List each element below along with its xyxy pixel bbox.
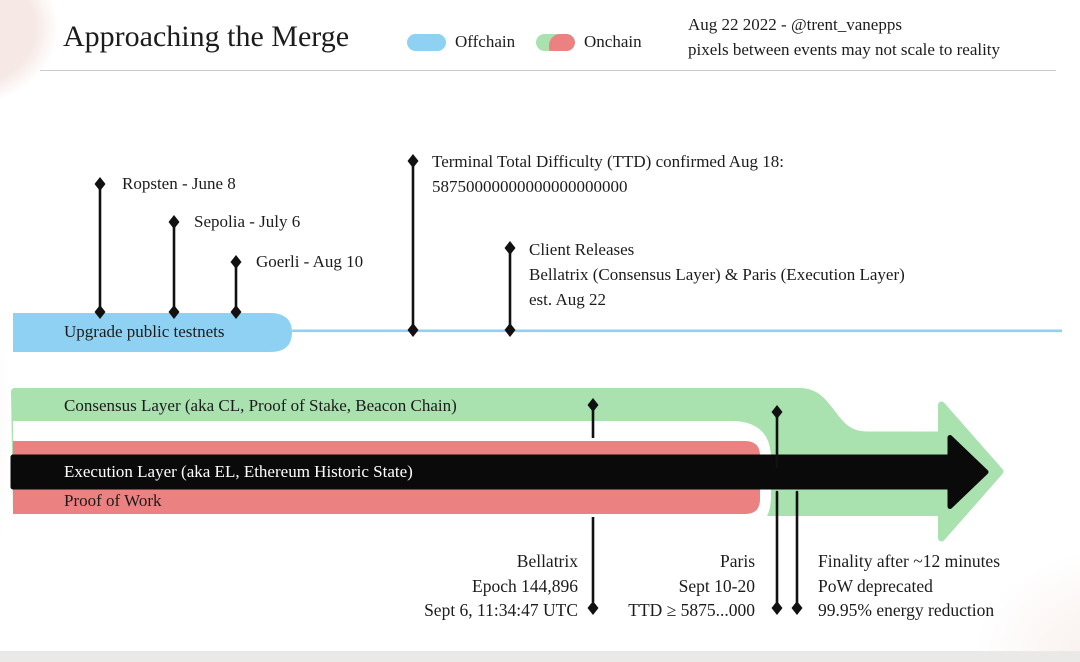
offchain-legend-swatch <box>407 34 446 51</box>
client-releases-note: Client Releases Bellatrix (Consensus Lay… <box>529 237 905 312</box>
page-title: Approaching the Merge <box>63 20 350 53</box>
sepolia-marker <box>168 215 180 319</box>
offchain-timeline-line <box>292 329 1062 333</box>
paris-note: Paris Sept 10-20 TTD ≥ 5875...000 <box>628 549 755 623</box>
goerli-label: Goerli - Aug 10 <box>256 252 364 271</box>
ropsten-label: Ropsten - June 8 <box>122 174 236 193</box>
client-releases-line-3: est. Aug 22 <box>529 290 606 309</box>
bellatrix-note-line-1: Bellatrix <box>516 551 578 571</box>
credit-line-2: pixels between events may not scale to r… <box>688 40 1001 59</box>
finality-note-line-3: 99.95% energy reduction <box>818 600 995 620</box>
credit-line-1: Aug 22 2022 - @trent_vanepps <box>688 15 902 34</box>
testnets-band <box>13 313 292 352</box>
bellatrix-marker <box>587 398 599 615</box>
execution-flow-arrow <box>10 435 989 509</box>
paris-marker <box>771 405 783 615</box>
client-releases-line-2: Bellatrix (Consensus Layer) & Paris (Exe… <box>529 265 905 284</box>
onchain-swatch-red-half <box>549 34 575 51</box>
bottom-page-edge <box>0 651 1080 662</box>
ttd-note-line-2: 58750000000000000000000 <box>432 177 628 196</box>
offchain-legend-label: Offchain <box>455 32 516 51</box>
client-releases-line-1: Client Releases <box>529 240 635 259</box>
goerli-marker <box>230 255 242 319</box>
bellatrix-note-line-3: Sept 6, 11:34:47 UTC <box>424 600 578 620</box>
consensus-band-label: Consensus Layer (aka CL, Proof of Stake,… <box>64 396 457 415</box>
finality-marker <box>791 490 803 615</box>
ttd-note-line-1: Terminal Total Difficulty (TTD) confirme… <box>432 152 785 171</box>
ttd-note: Terminal Total Difficulty (TTD) confirme… <box>432 149 784 199</box>
client-releases-marker <box>504 241 516 337</box>
credit-note: Aug 22 2022 - @trent_vanepps pixels betw… <box>688 12 1000 62</box>
execution-band-label: Execution Layer (aka EL, Ethereum Histor… <box>64 462 413 481</box>
sepolia-label: Sepolia - July 6 <box>194 212 301 231</box>
onchain-legend-swatch <box>536 34 575 51</box>
pow-band-label: Proof of Work <box>64 491 162 510</box>
event-markers <box>94 154 803 615</box>
paris-note-line-2: Sept 10-20 <box>678 575 755 596</box>
finality-note-line-2: PoW deprecated <box>818 575 933 596</box>
ropsten-marker <box>94 177 106 319</box>
onchain-legend-label: Onchain <box>584 32 642 51</box>
bellatrix-note-line-2: Epoch 144,896 <box>472 575 578 596</box>
finality-note-line-1: Finality after ~12 minutes <box>818 551 1001 571</box>
finality-note: Finality after ~12 minutes PoW deprecate… <box>818 549 1000 623</box>
testnets-band-label: Upgrade public testnets <box>64 322 225 341</box>
ttd-marker <box>407 154 419 337</box>
header-divider <box>40 70 1056 71</box>
bellatrix-note: Bellatrix Epoch 144,896 Sept 6, 11:34:47… <box>424 549 578 623</box>
paris-note-line-3: TTD ≥ 5875...000 <box>628 600 755 620</box>
paris-note-line-1: Paris <box>720 551 755 571</box>
